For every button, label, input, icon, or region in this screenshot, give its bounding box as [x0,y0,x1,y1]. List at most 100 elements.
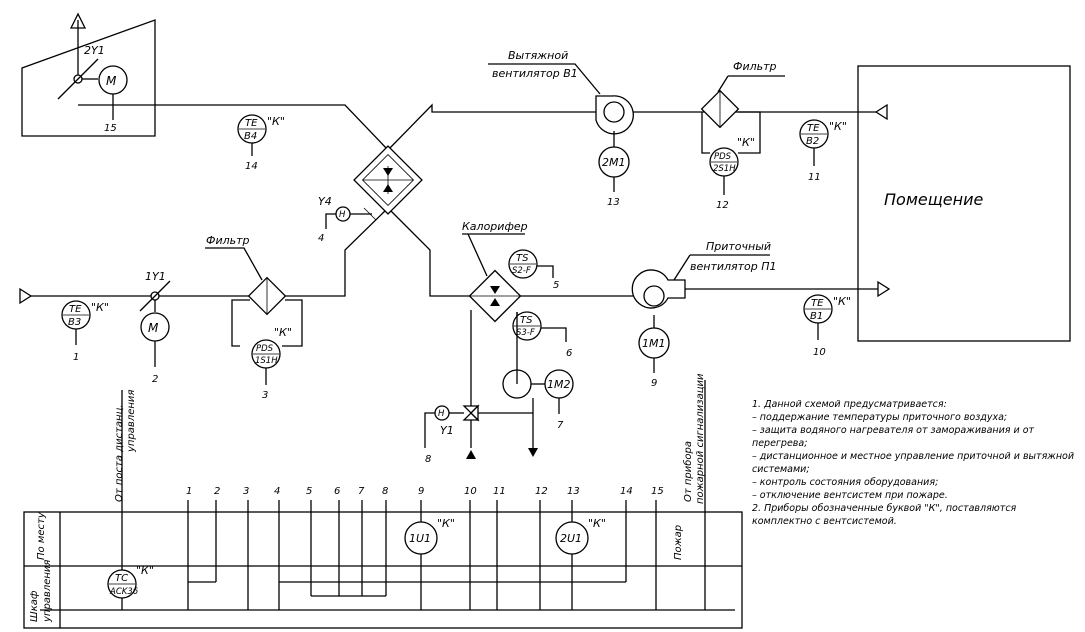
sensor-te-b2: TE B2 "К" 11 [799,119,847,183]
svg-text:13: 13 [607,197,620,208]
svg-text:TS: TS [520,315,533,326]
svg-text:От прибора: От прибора [682,441,694,502]
svg-text:M: M [106,74,117,88]
svg-text:Фильтр: Фильтр [733,60,777,73]
svg-text:11: 11 [493,486,506,497]
svg-text:2U1: 2U1 [560,532,582,545]
motor-1m1: 1M1 9 [638,315,670,389]
exhaust-hood [21,19,156,137]
svg-text:12: 12 [716,200,729,211]
note-line: 2. Приборы обозначенные буквой "К", пост… [752,503,1017,527]
svg-text:5: 5 [553,280,559,291]
exhaust-duct-top [78,104,389,151]
svg-text:1U1: 1U1 [409,532,431,545]
svg-text:TE: TE [245,118,258,129]
svg-text:7: 7 [557,420,564,431]
heat-recovery-unit [353,145,423,215]
water-outlet-arrow-icon [528,448,538,457]
svg-text:По месту: По месту [36,511,47,560]
svg-text:2S1H: 2S1H [713,164,736,174]
svg-text:B3: B3 [68,317,81,328]
svg-text:Фильтр: Фильтр [206,234,250,247]
svg-text:14: 14 [245,161,258,172]
note-line: – поддержание температуры приточного воз… [752,412,1008,423]
valve-y1: H Y1 8 [424,404,480,465]
svg-text:1: 1 [73,352,79,363]
svg-text:Калорифер: Калорифер [462,220,528,233]
svg-text:TE: TE [807,123,820,134]
note-line: 1. Данной схемой предусматривается: [752,399,947,410]
sensor-te-b1: TE B1 "К" 10 [803,294,851,358]
note-line: – дистанционное и местное управление при… [752,451,1075,475]
note-line: – отключение вентсистем при пожаре. [752,490,948,501]
svg-text:"К": "К" [136,564,154,577]
svg-text:управления: управления [126,390,137,453]
svg-text:14: 14 [620,486,633,497]
svg-text:Шкаф: Шкаф [29,590,40,622]
svg-text:PDS: PDS [714,152,732,162]
svg-text:управления: управления [42,560,53,623]
svg-text:пожарной сигнализации: пожарной сигнализации [695,373,706,504]
svg-text:1M2: 1M2 [547,378,571,391]
control-table: По месту Шкаф управления [23,511,743,629]
svg-text:13: 13 [567,486,580,497]
svg-text:8: 8 [382,486,388,497]
svg-text:11: 11 [808,172,821,183]
exhaust-fan-b1: Вытяжной вентилятор В1 [488,49,634,135]
svg-text:6: 6 [566,348,572,359]
water-inlet-arrow-icon [466,450,476,459]
room-label: Помещение [884,190,984,209]
svg-text:"К": "К" [737,136,755,149]
svg-text:6: 6 [334,486,340,497]
svg-text:B2: B2 [806,136,819,147]
fire-alarm-label: От прибора пожарной сигнализации Пожар [673,373,706,610]
svg-text:TE: TE [811,298,824,309]
svg-text:1M1: 1M1 [642,337,666,350]
column-numbers: 1 2 3 4 5 6 7 8 9 10 11 12 13 14 15 [186,486,664,497]
svg-text:5: 5 [306,486,312,497]
controller-1u1: 1U1 "К" [404,517,455,555]
svg-text:Пожар: Пожар [673,525,684,560]
svg-text:7: 7 [358,486,365,497]
supply-duct-mid [285,207,389,297]
svg-text:3: 3 [243,486,249,497]
signal-lines [187,500,657,610]
exhaust-duct-right [387,103,596,151]
svg-text:4: 4 [318,233,324,244]
motor-2y1: M 15 [98,65,128,134]
supply-fan-p1: Приточный вентилятор П1 [631,240,777,309]
svg-text:B1: B1 [810,311,823,322]
svg-text:PDS: PDS [256,344,274,354]
svg-text:9: 9 [651,378,657,389]
svg-text:"К": "К" [274,326,292,339]
note-line: – защита водяного нагревателя от замораж… [752,425,1035,449]
svg-text:4: 4 [274,486,280,497]
filter-exhaust: Фильтр [700,60,785,154]
svg-text:"К": "К" [833,295,851,308]
hood-arrow-icon [69,12,87,29]
svg-text:"К": "К" [829,120,847,133]
svg-text:8: 8 [425,454,431,465]
sensor-te-b3: TE B3 "К" 1 [61,300,109,363]
motor-1y1: M 2 [140,312,170,385]
svg-text:вентилятор П1: вентилятор П1 [690,260,777,273]
svg-text:От поста дистанц.: От поста дистанц. [114,404,125,502]
svg-text:2Y1: 2Y1 [84,44,105,57]
svg-text:"К": "К" [267,115,285,128]
svg-text:Y4: Y4 [318,195,332,208]
exhaust-arrow-icon [874,103,888,121]
svg-text:S3-F: S3-F [516,328,535,338]
svg-text:H: H [339,210,346,220]
svg-text:15: 15 [104,123,117,134]
svg-text:H: H [438,409,445,419]
damper-1y1: 1Y1 [139,270,171,312]
svg-text:10: 10 [813,347,826,358]
note-line: – контроль состояния оборудования; [752,477,939,488]
svg-text:2: 2 [214,486,220,497]
svg-text:TC: TC [115,573,128,584]
svg-text:M: M [148,321,159,335]
supply-duct-right [387,207,470,297]
svg-text:1S1H: 1S1H [255,356,278,366]
svg-text:"К": "К" [437,517,455,530]
sensor-pds-2s1h: PDS 2S1H "К" 12 [709,136,755,211]
